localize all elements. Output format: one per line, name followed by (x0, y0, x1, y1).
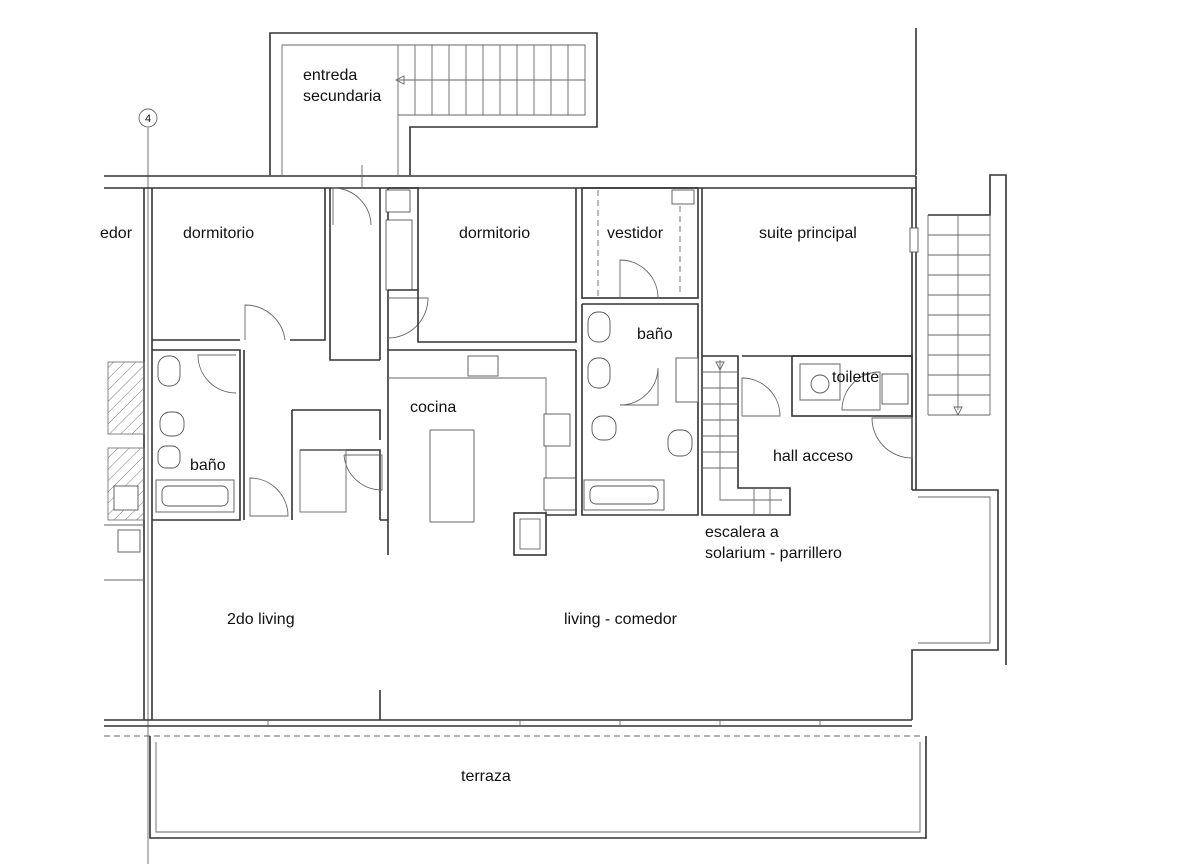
bedroom-1-walls (152, 188, 380, 361)
label-terraza: terraza (461, 768, 511, 785)
label-toilette: toilette (832, 369, 879, 386)
label-suite-principal: suite principal (759, 225, 857, 242)
bathroom-left (152, 349, 245, 521)
kitchen (388, 350, 577, 556)
bedroom-2-walls (388, 187, 577, 351)
label-comedor-partial: edor (100, 225, 133, 242)
dressing-room (581, 187, 699, 299)
suite-walls (701, 188, 919, 459)
label-hall-acceso: hall acceso (773, 448, 853, 465)
left-neighbor (104, 361, 145, 581)
label-2do-living: 2do living (227, 611, 295, 628)
external-stair (915, 28, 1007, 665)
label-dormitorio-1: dormitorio (183, 225, 254, 242)
label-escalera-1: escalera a (705, 524, 779, 541)
label-entreda: entreda (303, 67, 357, 84)
entrance-door (332, 165, 429, 520)
room-labels: entreda secundaria edor dormitorio dormi… (100, 67, 879, 785)
living-walls (267, 690, 821, 726)
label-living-comedor: living - comedor (564, 611, 678, 628)
entrance-stair (394, 45, 585, 115)
exterior-walls (104, 175, 999, 737)
secondary-entrance (269, 32, 598, 175)
label-escalera-2: solarium - parrillero (705, 545, 842, 562)
master-bathroom (581, 303, 699, 516)
label-secundaria: secundaria (303, 88, 381, 105)
axis-marker: 4 (138, 108, 158, 864)
internal-stair (701, 355, 791, 516)
label-dormitorio-2: dormitorio (459, 225, 530, 242)
corridor-walls (249, 409, 389, 555)
axis-marker-label: 4 (145, 113, 151, 125)
label-vestidor: vestidor (607, 225, 664, 242)
label-cocina: cocina (410, 399, 456, 416)
label-bano-1: baño (190, 457, 226, 474)
label-bano-2: baño (637, 326, 673, 343)
terrace-outline (149, 736, 927, 839)
